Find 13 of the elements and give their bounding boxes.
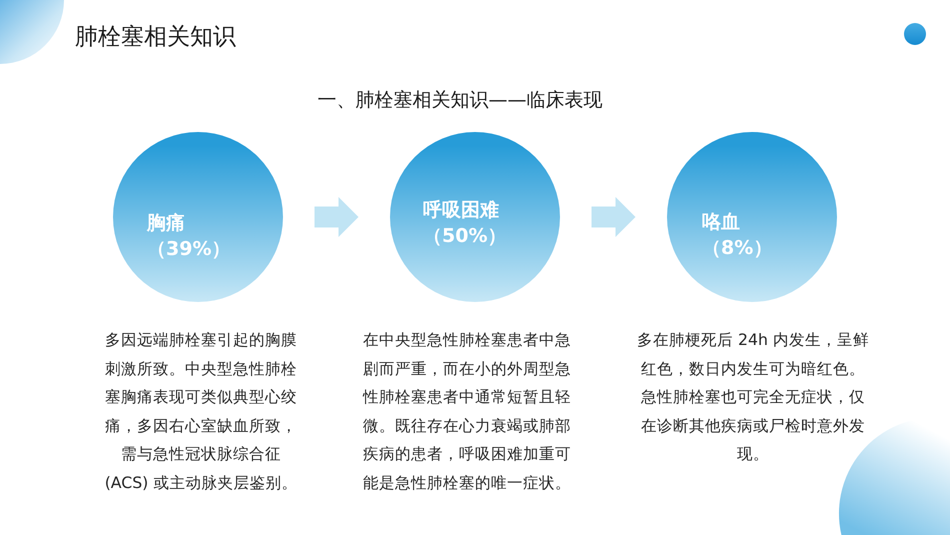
block-arrow	[314, 197, 358, 237]
description-text: 多在肺梗死后 24h 内发生，呈鲜红色，数日内发生可为暗红色。急性肺栓塞也可完全无症状，仅在诊断其他疾病或尸检时意外发现。	[636, 329, 870, 465]
block-arrow	[592, 197, 636, 237]
percentage-label: （8%）	[702, 236, 772, 261]
description-text: 多因远端肺栓塞引起的胸膜刺激所致。中央型急性肺栓塞胸痛表现可类似典型心绞痛，多因右心室缺血所致，需与急性冠状脉综合征(ACS) 或主动脉夹层鉴别。	[104, 329, 298, 494]
page-title: 肺栓塞相关知识	[75, 23, 236, 52]
section-heading: 一、肺栓塞相关知识——临床表现	[318, 88, 602, 113]
symptom-label: 呼吸困难	[423, 198, 499, 223]
percentage-label: （50%）	[423, 224, 506, 249]
description-text: 在中央型急性肺栓塞患者中急剧而严重，而在小的外周型急性肺栓塞患者中通常短暂且轻微。既往存在心力衰竭或肺部疾病的患者，呼吸困难加重可能是急性肺栓塞的唯一症状。	[363, 329, 572, 494]
percentage-label: （39%）	[147, 237, 230, 262]
symptom-label: 胸痛	[147, 211, 185, 236]
symptom-label: 咯血	[702, 210, 740, 235]
